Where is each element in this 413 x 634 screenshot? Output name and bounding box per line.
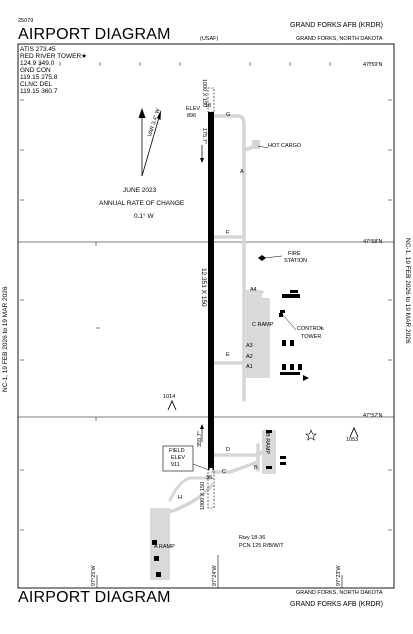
runway-18-36 <box>208 112 214 470</box>
longitude-25w: 97°25'W <box>91 565 97 586</box>
magnetic-date: JUNE 2023 <box>123 187 157 194</box>
c-ramp-apron <box>246 294 270 378</box>
footer-city-state: GRAND FORKS, NORTH DAKOTA <box>296 590 383 596</box>
taxiway-label-g: G <box>226 112 231 118</box>
taxiway-label-a: A <box>240 169 244 175</box>
latitude-59n: 47°59'N <box>363 62 383 68</box>
frequency-block: ATIS 273.45 RED RIVER TOWER★ 124.9 349.0… <box>20 46 87 95</box>
magnetic-rate: 0.1° W <box>134 213 154 220</box>
runway-overrun-south <box>207 469 215 509</box>
elev-label: ELEV <box>186 106 201 112</box>
taxiway-network <box>158 114 264 517</box>
taxiway-g <box>210 114 246 140</box>
runway-info-line2: PCN 125 R/B/W/T <box>239 543 284 549</box>
city-state: GRAND FORKS, NORTH DAKOTA <box>296 36 383 42</box>
runway-number-36: 36 <box>206 475 213 481</box>
fire-station-label-1: FIRE <box>288 251 301 257</box>
field-elev-marker <box>209 468 213 471</box>
latitude-57n: 47°57'N <box>363 413 383 419</box>
freq-ground: 119.15 275.8 <box>20 74 58 81</box>
footer-title: AIRPORT DIAGRAM <box>18 589 171 606</box>
taxiway-label-d: D <box>226 447 230 453</box>
freq-atis: ATIS 273.45 <box>20 46 56 53</box>
latitude-58n: 47°58'N <box>363 239 383 245</box>
heading-south: 355.7° <box>197 431 203 447</box>
freq-tower-label: RED RIVER TOWER★ <box>20 53 87 60</box>
authority-label: (USAF) <box>200 36 219 42</box>
tick-marks <box>20 62 392 531</box>
obstacle-east-height: 1053 <box>346 437 359 443</box>
runway-overrun-north <box>207 87 215 113</box>
fire-station-label-2: STATION <box>284 258 308 264</box>
freq-clearance-label: CLNC DEL <box>20 81 53 88</box>
a-ramp-label: A RAMP <box>154 544 175 550</box>
buildings <box>152 290 302 577</box>
runway-number-18: 18 <box>205 103 212 109</box>
taxiway-label-b: B <box>254 465 258 471</box>
longitude-24w: 97°24'W <box>212 565 218 586</box>
validity-right: NC-1, 19 FEB 2026 to 19 MAR 2026 <box>404 238 411 344</box>
taxiway-label-f: F <box>226 230 230 236</box>
field-elev-label-1: FIELD <box>169 448 185 454</box>
b-ramp-apron <box>262 430 276 474</box>
obstacle-east <box>349 426 359 438</box>
obstacle-west-height: 1014 <box>163 394 176 400</box>
taxiway-d <box>210 450 264 457</box>
elev-north: 896 <box>187 113 197 119</box>
control-tower-symbol <box>279 313 283 317</box>
longitude-23w: 97°23'W <box>336 565 342 586</box>
b-ramp-label: B RAMP <box>264 433 270 455</box>
taxiway-h <box>158 483 214 517</box>
runway-dimensions: 12,351 X 150 <box>200 268 207 307</box>
heading-north: 175.7° <box>201 128 207 144</box>
control-tower-label-1: CONTROL <box>297 326 324 332</box>
taxiway-label-h: H <box>178 495 182 501</box>
a-ramp-apron <box>150 508 170 580</box>
overrun-south: 1000 X 150 <box>200 481 206 510</box>
field-elev-value: 911 <box>171 462 180 468</box>
field-elev-label-2: ELEV <box>171 455 186 461</box>
control-tower-label-2: TOWER <box>301 334 322 340</box>
page-title: AIRPORT DIAGRAM <box>18 26 171 43</box>
footer-airport-name: GRAND FORKS AFB (KRDR) <box>290 601 383 608</box>
chart-number: 25079 <box>18 18 34 24</box>
beacon-symbol <box>305 429 317 441</box>
taxiway-label-a3: A3 <box>246 343 253 349</box>
taxiway-label-e: E <box>226 352 230 358</box>
diagram-frame <box>17 43 395 589</box>
c-ramp-label: C RAMP <box>252 322 274 328</box>
taxiway-label-c: C <box>222 469 226 475</box>
magnetic-north-arrow <box>141 113 161 177</box>
taxiway-c <box>210 460 260 474</box>
taxiway-label-a2: A2 <box>246 354 253 360</box>
taxiway-label-a4: A4 <box>250 287 257 293</box>
runway-info-line1: Rwy 18-36 <box>239 535 266 541</box>
airport-name: GRAND FORKS AFB (KRDR) <box>290 22 383 29</box>
freq-clearance: 119.15 360.7 <box>20 88 58 95</box>
freq-ground-label: GND CON <box>20 67 51 74</box>
taxiway-label-a1: A1 <box>246 364 253 370</box>
obstacle-west <box>167 399 177 411</box>
fire-station-symbol <box>258 255 266 261</box>
validity-left: NC-1, 19 FEB 2026 to 19 MAR 2026 <box>2 286 9 392</box>
magnetic-rate-label: ANNUAL RATE OF CHANGE <box>99 200 185 207</box>
field-elev-box <box>162 445 194 472</box>
hot-cargo-label: HOT CARGO <box>268 143 302 149</box>
freq-tower: 124.9 349.0 <box>20 60 55 67</box>
